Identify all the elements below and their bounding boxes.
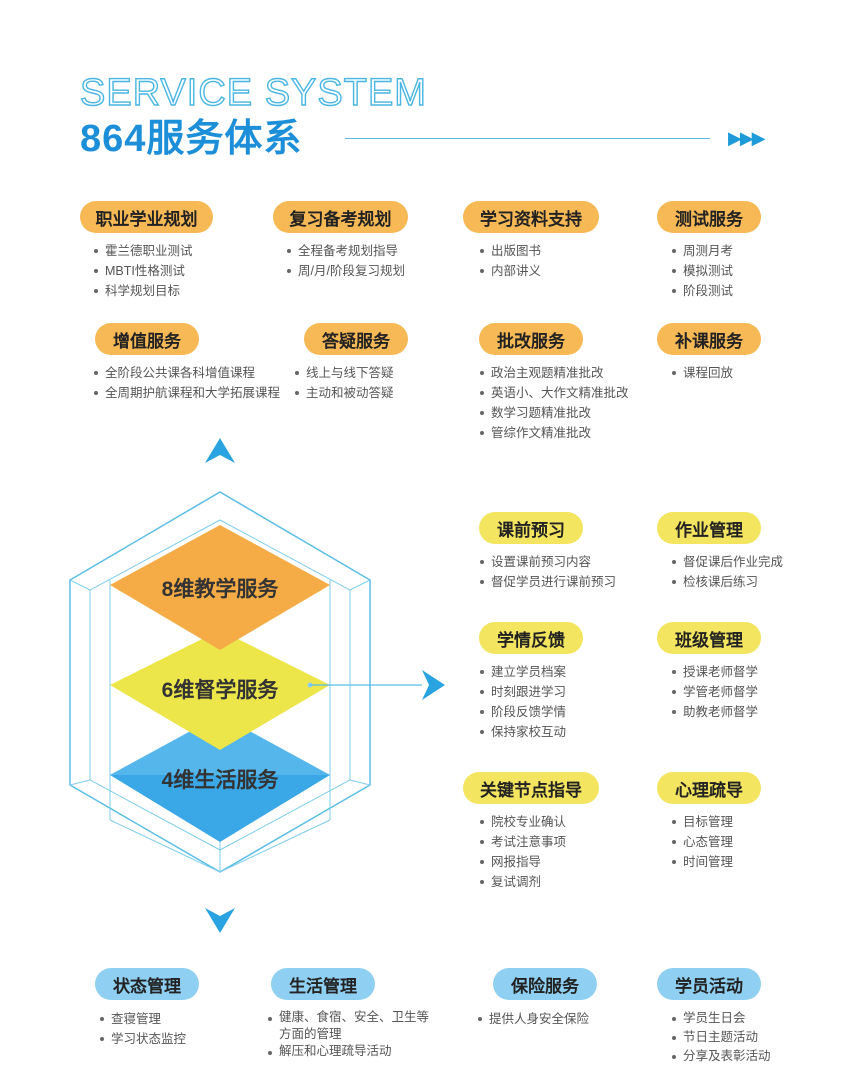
pill-makeup-class: 补课服务	[657, 323, 761, 355]
list-item: 督促课后作业完成	[670, 552, 783, 572]
list-item: 政治主观题精准批改	[478, 363, 629, 383]
list-item: 全阶段公共课各科增值课程	[92, 363, 280, 383]
list-item: 解压和心理疏导活动	[266, 1043, 429, 1060]
list-grading: 政治主观题精准批改 英语小、大作文精准批改 数学习题精准批改 管综作文精准批改	[478, 363, 629, 443]
list-item: 分享及表彰活动	[670, 1047, 771, 1066]
list-item: 线上与线下答疑	[293, 363, 394, 383]
pill-feedback: 学情反馈	[479, 622, 583, 654]
list-preview: 设置课前预习内容 督促学员进行课前预习	[478, 552, 616, 592]
pill-grading: 批改服务	[479, 323, 583, 355]
list-makeup-class: 课程回放	[670, 363, 733, 383]
list-item: 主动和被动答疑	[293, 383, 394, 403]
pill-counseling: 心理疏导	[657, 772, 761, 804]
list-life-management: 健康、食宿、安全、卫生等 方面的管理 解压和心理疏导活动	[266, 1009, 429, 1060]
list-item: 学习状态监控	[98, 1029, 186, 1049]
list-item: 管综作文精准批改	[478, 423, 629, 443]
list-feedback: 建立学员档案 时刻跟进学习 阶段反馈学情 保持家校互动	[478, 662, 566, 742]
list-testing: 周测月考 模拟测试 阶段测试	[670, 241, 733, 301]
list-career-planning: 霍兰德职业测试 MBTI性格测试 科学规划目标	[92, 241, 193, 301]
list-counseling: 目标管理 心态管理 时间管理	[670, 812, 733, 872]
list-item: 目标管理	[670, 812, 733, 832]
pill-class-management: 班级管理	[657, 622, 761, 654]
list-item: 节日主题活动	[670, 1028, 771, 1047]
list-item: 设置课前预习内容	[478, 552, 616, 572]
list-key-milestones: 院校专业确认 考试注意事项 网报指导 复试调剂	[478, 812, 566, 892]
list-item: 课程回放	[670, 363, 733, 383]
list-item: 方面的管理	[266, 1026, 429, 1043]
list-item: 助教老师督学	[670, 702, 758, 722]
cube-diagram	[69, 438, 445, 933]
pill-career-planning: 职业学业规划	[80, 201, 213, 233]
list-item: 健康、食宿、安全、卫生等	[266, 1009, 429, 1026]
list-item: 模拟测试	[670, 261, 733, 281]
list-item: 提供人身安全保险	[476, 1009, 589, 1029]
list-item: 周/月/阶段复习规划	[285, 261, 405, 281]
pill-testing: 测试服务	[657, 201, 761, 233]
teaching-layer-diamond	[110, 525, 330, 650]
list-item: 全周期护航课程和大学拓展课程	[92, 383, 280, 403]
pill-materials: 学习资料支持	[463, 201, 599, 233]
pill-life-management: 生活管理	[271, 968, 375, 1000]
pill-student-activities: 学员活动	[657, 968, 761, 1000]
list-item: 时间管理	[670, 852, 733, 872]
list-item: 阶段测试	[670, 281, 733, 301]
list-item: 授课老师督学	[670, 662, 758, 682]
list-materials: 出版图书 内部讲义	[478, 241, 541, 281]
list-item: 考试注意事项	[478, 832, 566, 852]
pill-status-management: 状态管理	[95, 968, 199, 1000]
list-item: 全程备考规划指导	[285, 241, 405, 261]
cube-label-supervision: 6维督学服务	[161, 679, 279, 702]
list-item: 数学习题精准批改	[478, 403, 629, 423]
list-item: MBTI性格测试	[92, 261, 193, 281]
title-english: SERVICE SYSTEM	[79, 71, 427, 114]
list-item: 院校专业确认	[478, 812, 566, 832]
cube-label-life: 4维生活服务	[161, 769, 279, 792]
cube-label-teaching: 8维教学服务	[161, 578, 279, 601]
list-item: 阶段反馈学情	[478, 702, 566, 722]
list-item-continuation: 方面的管理	[279, 1027, 342, 1041]
list-item: 建立学员档案	[478, 662, 566, 682]
list-item: 网报指导	[478, 852, 566, 872]
pill-value-added: 增值服务	[95, 323, 199, 355]
list-item: 学管老师督学	[670, 682, 758, 702]
list-item: 霍兰德职业测试	[92, 241, 193, 261]
list-item: 内部讲义	[478, 261, 541, 281]
list-item: 科学规划目标	[92, 281, 193, 301]
list-item: 英语小、大作文精准批改	[478, 383, 629, 403]
pill-preview: 课前预习	[479, 512, 583, 544]
supervision-layer-diamond	[110, 630, 330, 750]
pill-q-and-a: 答疑服务	[304, 323, 408, 355]
list-item: 周测月考	[670, 241, 733, 261]
list-insurance: 提供人身安全保险	[476, 1009, 589, 1029]
list-item: 查寝管理	[98, 1009, 186, 1029]
page-title: 864服务体系	[80, 118, 303, 160]
title-divider	[345, 138, 710, 139]
pill-insurance: 保险服务	[493, 968, 597, 1000]
list-review-planning: 全程备考规划指导 周/月/阶段复习规划	[285, 241, 405, 281]
list-item: 心态管理	[670, 832, 733, 852]
list-item: 出版图书	[478, 241, 541, 261]
triple-arrow-icon: ▶▶▶	[728, 128, 766, 148]
list-item: 时刻跟进学习	[478, 682, 566, 702]
right-arrow-icon	[422, 670, 445, 700]
list-class-management: 授课老师督学 学管老师督学 助教老师督学	[670, 662, 758, 722]
list-item: 保持家校互动	[478, 722, 566, 742]
list-q-and-a: 线上与线下答疑 主动和被动答疑	[293, 363, 394, 403]
list-item: 检核课后练习	[670, 572, 783, 592]
list-item: 学员生日会	[670, 1009, 771, 1028]
list-student-activities: 学员生日会 节日主题活动 分享及表彰活动	[670, 1009, 771, 1066]
up-arrow-icon	[205, 438, 235, 463]
pill-review-planning: 复习备考规划	[273, 201, 408, 233]
down-arrow-icon	[205, 908, 235, 933]
list-item: 督促学员进行课前预习	[478, 572, 616, 592]
list-status-management: 查寝管理 学习状态监控	[98, 1009, 186, 1049]
list-value-added: 全阶段公共课各科增值课程 全周期护航课程和大学拓展课程	[92, 363, 280, 403]
pill-key-milestones: 关键节点指导	[463, 772, 599, 804]
list-item: 复试调剂	[478, 872, 566, 892]
list-homework: 督促课后作业完成 检核课后练习	[670, 552, 783, 592]
pill-homework: 作业管理	[657, 512, 761, 544]
